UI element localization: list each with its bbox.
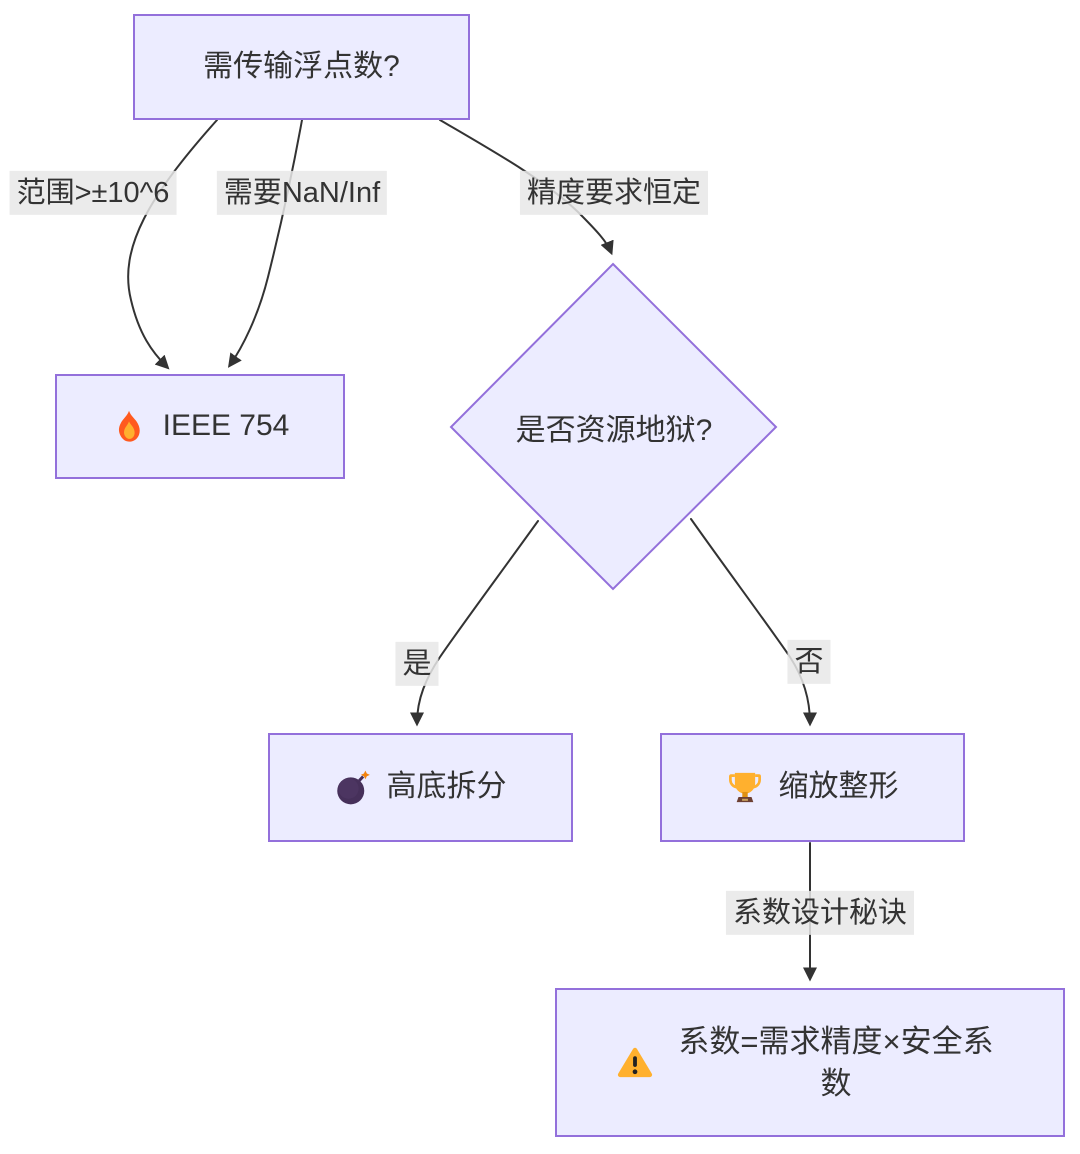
edge-range xyxy=(127,119,218,370)
node-formula-label: 系数=需求精度×安全系数 xyxy=(678,1023,994,1101)
node-high-low-split: 高底拆分 xyxy=(268,733,573,842)
warning-icon xyxy=(617,1045,653,1081)
edge-label-range: 范围>±10^6 xyxy=(9,170,177,216)
decision-diamond-shape xyxy=(449,262,778,591)
fire-icon xyxy=(111,409,147,445)
bomb-icon xyxy=(335,770,371,806)
node-scaled-integer: 缩放整形 xyxy=(660,733,965,842)
node-formula: 系数=需求精度×安全系数 xyxy=(555,988,1065,1137)
node-need-float-label: 需传输浮点数? xyxy=(203,49,400,83)
edge-label-precision: 精度要求恒定 xyxy=(519,170,709,216)
edge-nan xyxy=(227,119,303,368)
edge-label-yes: 是 xyxy=(395,641,439,687)
node-ieee754: IEEE 754 xyxy=(55,374,345,479)
edge-label-nan: 需要NaN/Inf xyxy=(216,170,388,216)
edge-label-secret: 系数设计秘诀 xyxy=(725,890,915,936)
edge-label-no: 否 xyxy=(787,639,831,685)
trophy-icon xyxy=(727,770,763,806)
node-ieee754-label: IEEE 754 xyxy=(162,409,290,443)
node-scaled-integer-label: 缩放整形 xyxy=(778,770,899,804)
node-high-low-split-label: 高底拆分 xyxy=(386,770,507,804)
edge-no xyxy=(690,518,817,727)
decision-node-label: 是否资源地狱? xyxy=(515,414,713,447)
edge-yes xyxy=(410,520,539,727)
node-need-float: 需传输浮点数? xyxy=(133,14,470,120)
